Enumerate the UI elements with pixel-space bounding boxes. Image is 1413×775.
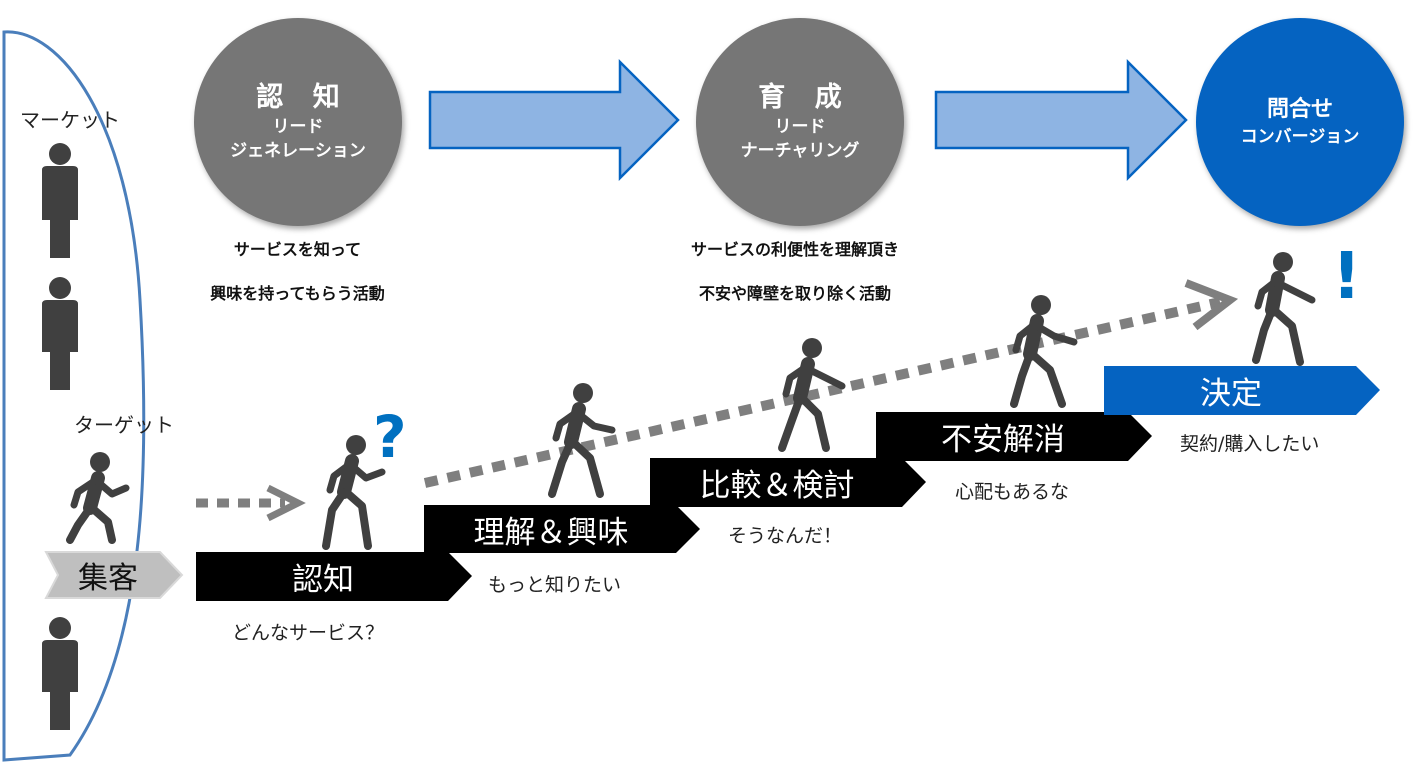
stage-label-awareness: 認知 (292, 562, 354, 598)
phase-title: 認 知 (256, 82, 350, 113)
phase-nurturing-circle: 育 成 リード ナーチャリング (696, 18, 904, 226)
main-dotted-line (423, 297, 1222, 488)
phase-awareness-desc: サービスを知って 興味を持ってもらう活動 (170, 228, 425, 316)
person-walking-icon (66, 452, 130, 544)
phase-subtitle: ナーチャリング (740, 141, 860, 161)
stage-voice-compare: そうなんだ！ (728, 525, 843, 547)
phase-awareness-circle: 認 知 リード ジェネレーション (194, 18, 402, 226)
stage-bar-1 (196, 552, 472, 601)
stage-voice-interest: もっと知りたい (488, 574, 622, 596)
target-label: ターゲット (74, 413, 174, 437)
collect-dotted-head (266, 484, 306, 522)
phase-subtitle: リード (272, 117, 324, 137)
person-walking-icon (548, 383, 616, 498)
phase-subtitle: コンバージョン (1240, 127, 1360, 147)
question-mark-icon: ? (373, 403, 407, 471)
exclamation-mark-icon: ! (1332, 240, 1362, 314)
stage-bar-5 (1104, 366, 1380, 415)
stage-voice-decision: 契約/購入したい (1180, 433, 1320, 455)
person-walking-icon (1010, 295, 1078, 408)
stage-bar-3 (650, 458, 926, 507)
phase-title: 育 成 (758, 82, 852, 113)
person-standing-icon (42, 143, 78, 258)
collect-arrow (44, 551, 184, 599)
stage-label-decision: 決定 (1200, 376, 1262, 412)
phase-arrow-2 (934, 58, 1188, 182)
collect-label: 集客 (78, 561, 138, 596)
desc-line: 不安や障壁を取り除く活動 (698, 284, 891, 303)
phase-nurturing-desc: サービスの利便性を理解頂き 不安や障壁を取り除く活動 (650, 228, 940, 316)
person-walking-icon (1252, 252, 1316, 366)
stage-bar-4 (876, 412, 1152, 461)
stage-label-compare: 比較＆検討 (699, 468, 855, 504)
stage-label-interest: 理解＆興味 (473, 514, 629, 551)
desc-line: サービスの利便性を理解頂き (690, 240, 899, 259)
market-label: マーケット (20, 108, 120, 132)
phase-conversion-circle: 問合せ コンバージョン (1196, 18, 1404, 226)
market-frame (2, 30, 146, 762)
desc-line: サービスを知って (233, 240, 362, 259)
stage-label-reassure: 不安解消 (941, 422, 1065, 458)
stage-voice-awareness: どんなサービス？ (232, 622, 385, 644)
phase-subtitle: リード (774, 117, 826, 137)
person-walking-icon (322, 435, 386, 550)
person-standing-icon (42, 617, 78, 730)
phase-arrow-1 (428, 58, 680, 182)
person-standing-icon (42, 277, 78, 390)
desc-line: 興味を持ってもらう活動 (210, 284, 385, 303)
main-dotted-head (1184, 279, 1239, 331)
stage-voice-reassure: 心配もあるな (955, 481, 1070, 503)
phase-title: 問合せ (1266, 97, 1333, 122)
phase-subtitle: ジェネレーション (230, 141, 366, 161)
person-walking-icon (778, 338, 846, 452)
stage-bar-2 (424, 505, 700, 553)
